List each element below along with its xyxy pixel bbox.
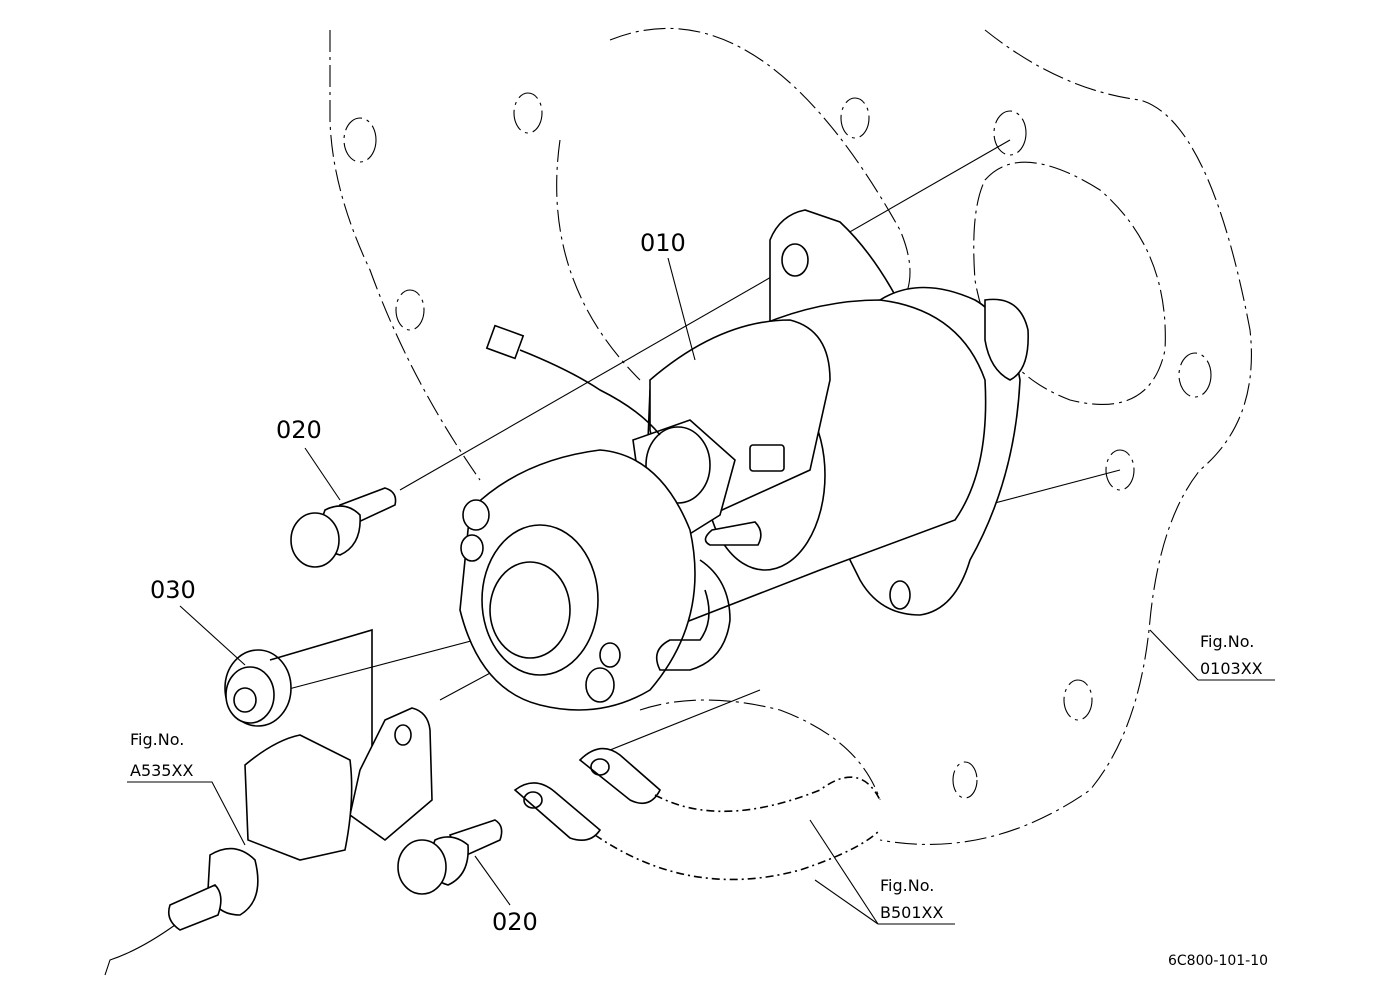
flywheel-housing-phantom bbox=[329, 27, 1252, 845]
bolt-lower bbox=[397, 819, 503, 895]
fig-ref-0103xx-number: 0103XX bbox=[1200, 659, 1263, 678]
callout-part-020-top: 020 bbox=[276, 416, 322, 444]
drawing-code: 6C800-101-10 bbox=[1168, 953, 1268, 969]
leader-lines bbox=[127, 257, 1275, 925]
starter-motor bbox=[459, 209, 1029, 711]
fig-ref-a535xx-number: A535XX bbox=[130, 761, 193, 780]
callout-part-020-bottom: 020 bbox=[492, 908, 538, 936]
callout-part-010: 010 bbox=[640, 229, 686, 257]
bolt-upper bbox=[290, 487, 397, 568]
fig-ref-0103xx-label: Fig.No. bbox=[1200, 632, 1254, 651]
fig-ref-b501xx-label: Fig.No. bbox=[880, 876, 934, 895]
fig-ref-b501xx-number: B501XX bbox=[880, 903, 943, 922]
flange-nut bbox=[224, 649, 292, 727]
fig-ref-a535xx-label: Fig.No. bbox=[130, 730, 184, 749]
callout-part-030: 030 bbox=[150, 576, 196, 604]
battery-cables bbox=[513, 747, 881, 881]
stop-solenoid-bracket bbox=[104, 628, 433, 976]
